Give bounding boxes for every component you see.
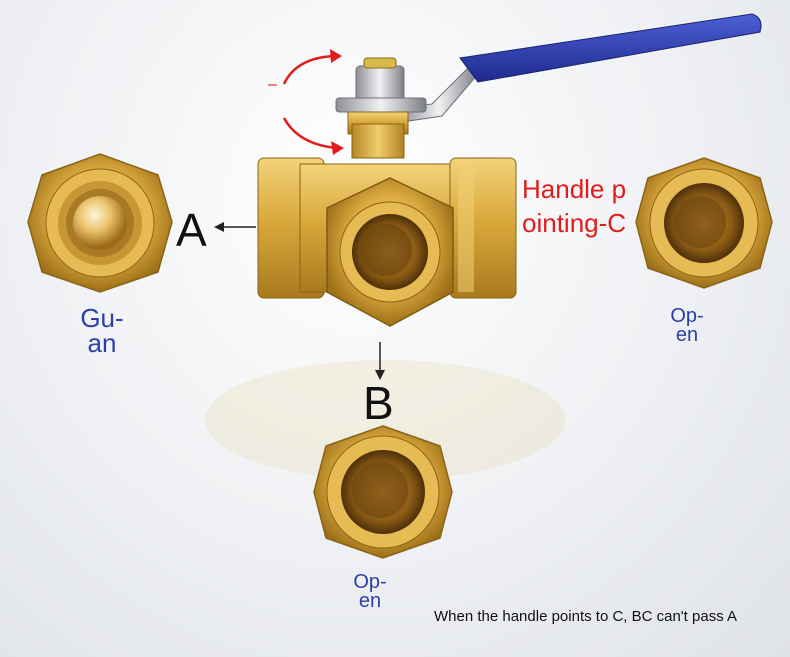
handle-lever (399, 13, 762, 123)
rotation-arrows (282, 54, 337, 150)
port-b-status-line1: Op- (353, 571, 387, 593)
arrow-to-b-head (375, 370, 385, 380)
port-a-view (27, 153, 173, 293)
port-a-status-line1: Gu- (80, 303, 124, 333)
handle-note-line2: ointing-C (522, 207, 627, 238)
port-b-view (313, 425, 453, 559)
arrow-to-a-head (214, 222, 224, 232)
rotation-arrowhead-top (330, 49, 342, 63)
port-a-status: Gu- an (70, 303, 134, 358)
port-a-letter: A (176, 204, 207, 256)
port-a-status-line2: an (87, 327, 117, 358)
port-c-status: Op- en (660, 305, 714, 346)
port-c-view (635, 157, 773, 289)
port-c-status-line1: Op- (670, 305, 704, 327)
port-c-status-line2: en (675, 324, 699, 346)
port-b-status-line2: en (358, 590, 382, 612)
port-b-letter: B (363, 377, 394, 429)
rotation-mark: – (268, 76, 277, 93)
reflection (205, 360, 565, 480)
rotation-arrowhead-bottom (331, 141, 344, 155)
caption: When the handle points to C, BC can't pa… (434, 608, 738, 625)
stem-nut (335, 57, 427, 159)
handle-note: Handle p ointing-C (522, 173, 626, 241)
port-b-status: Op- en (345, 571, 395, 612)
valve-body (257, 157, 517, 327)
handle-note-line1: Handle p (522, 174, 627, 204)
